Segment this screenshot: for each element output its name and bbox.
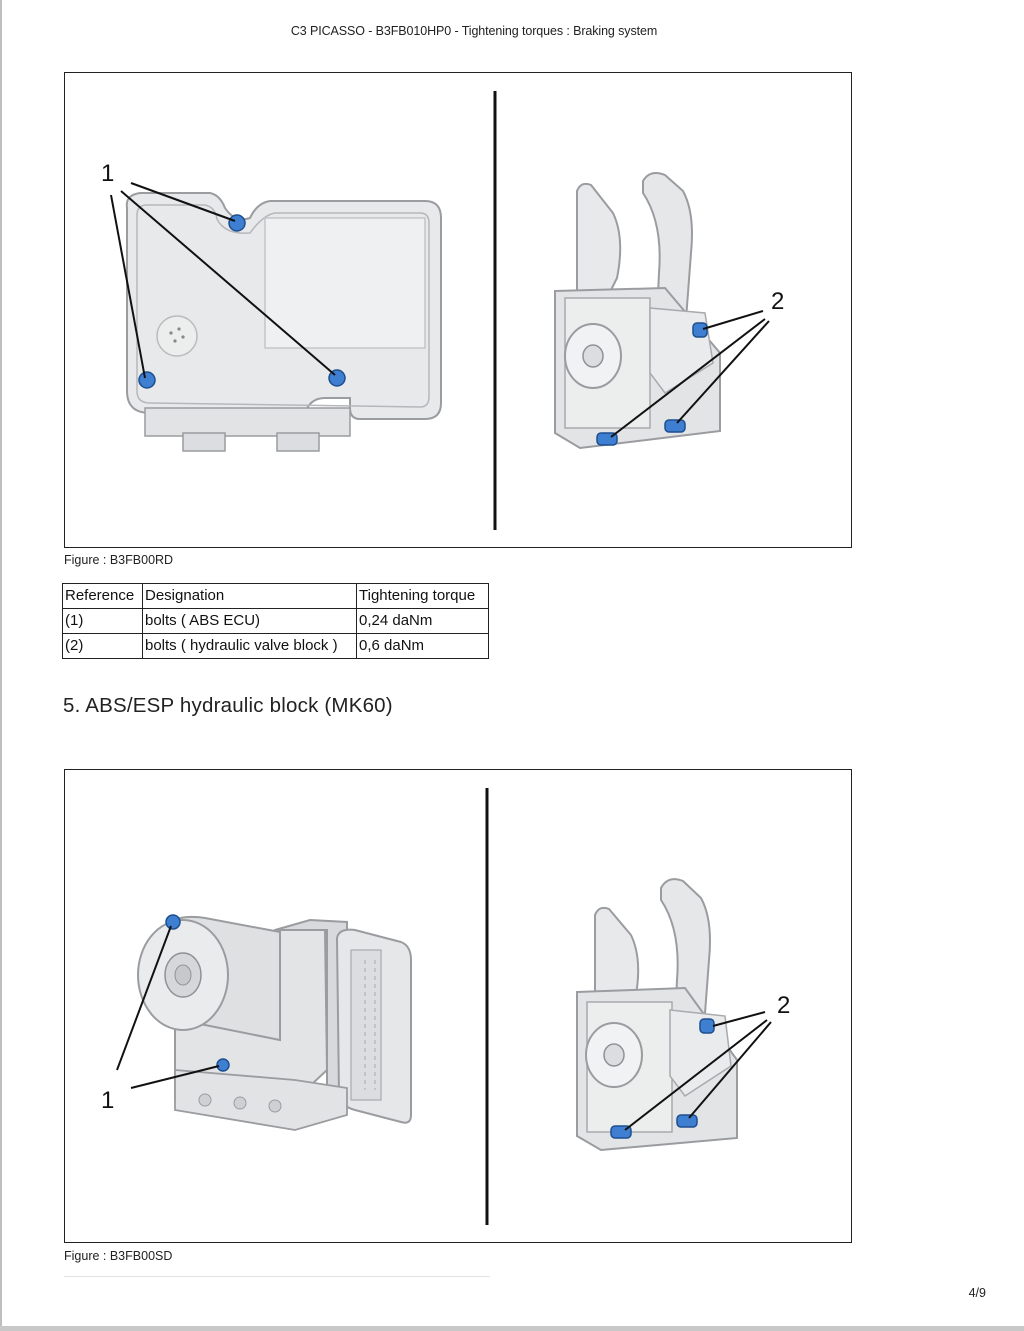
hydraulic-valve-block-drawing xyxy=(554,172,770,450)
abs-esp-hydraulic-block-drawing xyxy=(116,914,412,1131)
figure-b3fb00sd-illustration: 1 2 xyxy=(101,788,790,1225)
document-header-title: C3 PICASSO - B3FB010HP0 - Tightening tor… xyxy=(290,24,658,38)
table-cell: (1) xyxy=(62,608,143,634)
callout-2-fig2: 2 xyxy=(777,992,790,1019)
divider xyxy=(64,1276,490,1277)
table-cell: bolts ( ABS ECU) xyxy=(142,608,357,634)
figure-2-caption: Figure : B3FB00SD xyxy=(64,1249,173,1263)
callout-1-fig2: 1 xyxy=(101,1087,114,1114)
torque-table: Reference Designation Tightening torque … xyxy=(62,583,489,659)
table-row: (1) bolts ( ABS ECU) 0,24 daNm xyxy=(62,608,489,634)
figure-1-caption: Figure : B3FB00RD xyxy=(64,553,174,567)
table-cell: 0,24 daNm xyxy=(356,608,489,634)
section-title: 5. ABS/ESP hydraulic block (MK60) xyxy=(63,694,393,717)
figure-b3fb00rd: 1 2 xyxy=(64,72,852,548)
callout-2-fig1: 2 xyxy=(771,288,784,315)
callout-1-fig1: 1 xyxy=(101,160,114,187)
page-number: 4/9 xyxy=(968,1286,986,1300)
table-header-row: Reference Designation Tightening torque xyxy=(62,583,489,609)
abs-ecu-drawing xyxy=(110,182,442,452)
figure-b3fb00sd: 1 2 xyxy=(64,769,852,1243)
table-cell: bolts ( hydraulic valve block ) xyxy=(142,633,357,659)
figure-b3fb00rd-illustration: 1 2 xyxy=(101,91,784,530)
table-cell: (2) xyxy=(62,633,143,659)
table-cell: 0,6 daNm xyxy=(356,633,489,659)
table-row: (2) bolts ( hydraulic valve block ) 0,6 … xyxy=(62,633,489,659)
table-header-cell: Tightening torque xyxy=(356,583,489,609)
hydraulic-valve-block-drawing xyxy=(576,878,772,1152)
table-header-cell: Designation xyxy=(142,583,357,609)
table-header-cell: Reference xyxy=(62,583,143,609)
page-edge-left xyxy=(0,0,2,1331)
page-edge-bottom xyxy=(0,1326,1024,1331)
